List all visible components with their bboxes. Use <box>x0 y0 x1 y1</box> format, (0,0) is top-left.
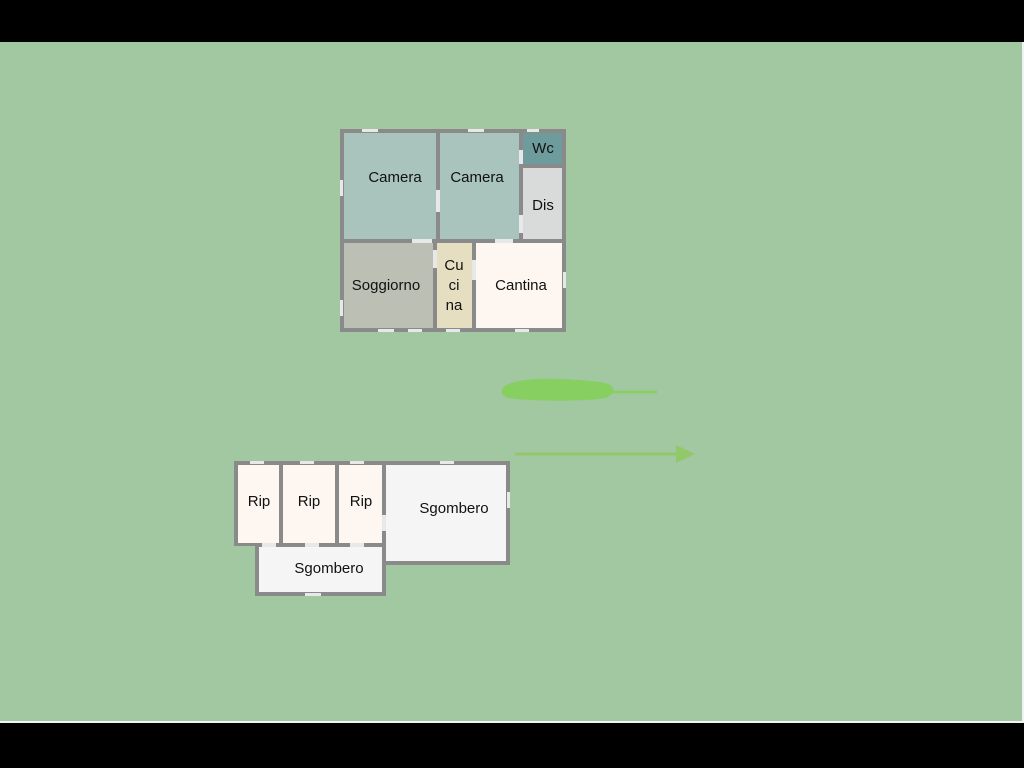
room-wc[interactable] <box>523 133 562 164</box>
label-cucina-line-2: ci <box>449 277 460 294</box>
room-cantina[interactable] <box>476 243 562 328</box>
room-rip-3[interactable] <box>339 465 382 543</box>
room-rip-2[interactable] <box>283 465 335 543</box>
room-rip-1[interactable] <box>238 465 279 543</box>
label-wc: Wc <box>532 140 554 157</box>
label-rip-3: Rip <box>350 493 373 510</box>
label-camera-2: Camera <box>450 169 504 186</box>
room-soggiorno[interactable] <box>344 243 433 328</box>
label-soggiorno: Soggiorno <box>352 277 420 294</box>
label-sgombero-1: Sgombero <box>419 500 488 517</box>
room-sgombero-1[interactable] <box>386 465 506 561</box>
label-rip-1: Rip <box>248 493 271 510</box>
label-dis: Dis <box>532 197 554 214</box>
highlighter-stroke-icon <box>501 378 657 401</box>
room-camera-2[interactable] <box>440 133 519 239</box>
upper-openings <box>340 129 566 332</box>
lower-floor-plan: Rip Rip Rip Sgombero Sgombero <box>234 461 510 596</box>
label-camera-1: Camera <box>368 169 422 186</box>
room-cucina[interactable] <box>437 243 472 328</box>
room-camera-1[interactable] <box>344 133 436 239</box>
label-sgombero-2: Sgombero <box>294 560 363 577</box>
label-rip-2: Rip <box>298 493 321 510</box>
right-arrow-icon <box>515 445 695 463</box>
room-sgombero-2[interactable] <box>259 547 382 592</box>
upper-floor-plan: Camera Camera Wc Dis Soggiorno Cu ci na … <box>340 129 566 332</box>
room-dis[interactable] <box>523 168 562 239</box>
label-cucina-line-1: Cu <box>444 257 463 274</box>
label-cucina-line-3: na <box>446 297 463 314</box>
label-cantina: Cantina <box>495 277 547 294</box>
lower-openings <box>250 461 510 596</box>
